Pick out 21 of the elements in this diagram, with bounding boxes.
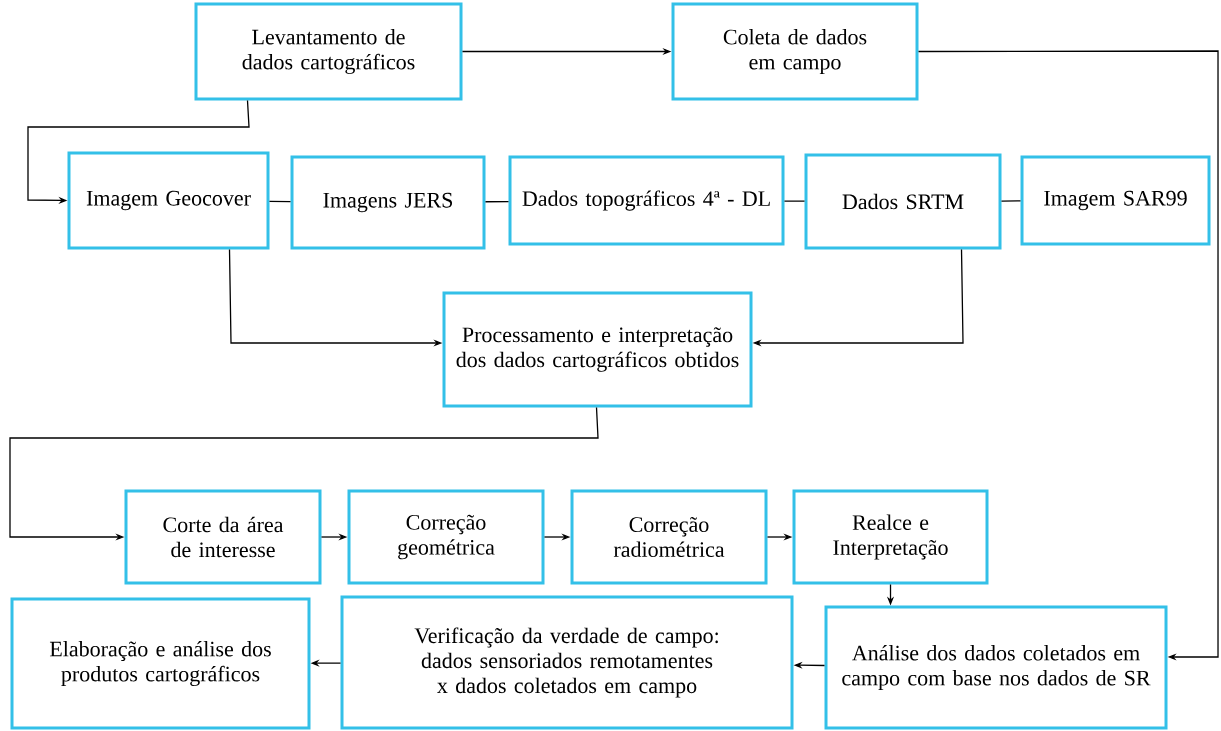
- process-box: Imagem Geocover: [67, 151, 270, 250]
- arrow: [27, 99, 250, 204]
- connector-line: [268, 200, 292, 203]
- process-box: Imagens JERS: [290, 155, 486, 250]
- process-box: Imagem SAR99: [1020, 155, 1211, 246]
- connector-line: [484, 200, 510, 203]
- connector-line: [1000, 200, 1022, 202]
- arrow: [917, 50, 1219, 661]
- process-box: Correção geométrica: [347, 489, 545, 585]
- process-box: Dados SRTM: [804, 153, 1002, 250]
- process-box: Coleta de dados em campo: [671, 2, 919, 101]
- process-box: Levantamento de dados cartográficos: [194, 2, 463, 101]
- process-box: Corte da área de interesse: [124, 489, 322, 585]
- process-box: Análise dos dados coletados em campo com base nos dados de SR: [824, 605, 1168, 730]
- process-box: Correção radiométrica: [570, 489, 768, 585]
- process-box: Verificação da verdade de campo: dados sensoriados remotamentes x dados coletados em campo: [340, 595, 794, 730]
- connector-line: [783, 200, 806, 202]
- process-box: Processamento e interpretação dos dados cartográficos obtidos: [442, 291, 753, 408]
- process-box: Realce e Interpretação: [792, 489, 989, 585]
- process-box: Elaboração e análise dos produtos cartográficos: [10, 597, 311, 730]
- process-box: Dados topográficos 4ª - DL: [508, 155, 785, 246]
